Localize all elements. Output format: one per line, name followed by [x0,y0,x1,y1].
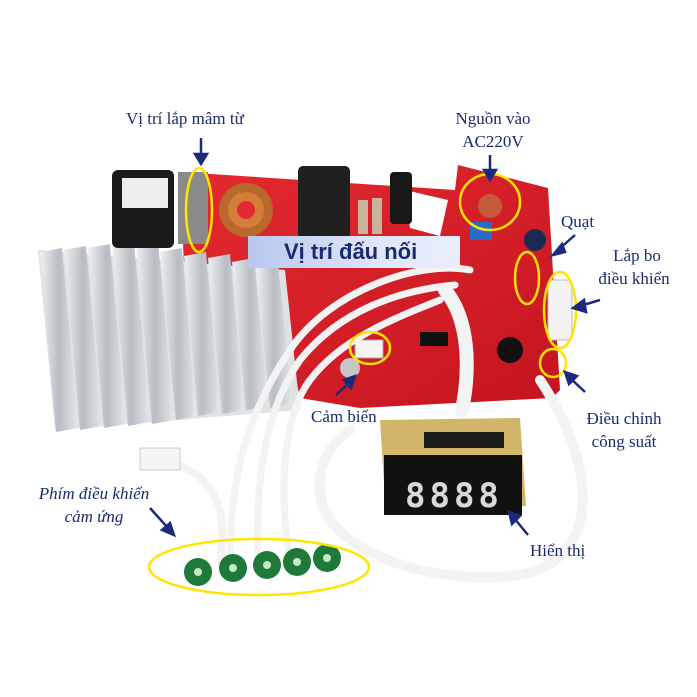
touch-keys-label-line1: Phím điều khiển [38,484,150,503]
power-input-label-line2: AC220V [462,132,524,151]
power-adjust-label-line1: Điều chỉnh [586,409,662,428]
ribbon-plug [139,447,181,471]
connector-position-banner: Vị trí đấu nối [248,236,460,268]
heatsink [38,240,300,432]
transformer-block [112,170,208,248]
toroid-coil [219,183,273,237]
display-label: Hiển thị [530,541,586,560]
coil-mount-label: Vị trí lắp mâm từ [126,109,244,128]
sensor-highlight [348,330,392,366]
power-input-label-line1: Nguồn vào [455,109,531,128]
control-board [380,418,526,515]
fan-label: Quạt [561,212,595,231]
sensor-connector [354,339,384,359]
pointer-arrows [149,138,601,538]
sensor-label: Cảm biến [311,407,377,426]
black-capacitor [298,166,412,238]
ribbon-cables [146,264,588,583]
touch-key-pads [184,544,341,586]
coil-mount-highlight [184,166,214,254]
power-adjust-highlight [538,347,568,379]
seven-segment-readout: 8888 [405,476,503,516]
touch-keys-highlight [147,537,371,597]
pcb-cutout [405,190,448,236]
fan-highlight [513,250,541,306]
control-board-label-line2: điều khiển [598,269,670,288]
control-board-label-line1: Lắp bo [613,246,661,265]
power-adjust-label-line2: công suất [591,432,657,451]
touch-keys-label-line2: cảm ứng [64,507,124,526]
